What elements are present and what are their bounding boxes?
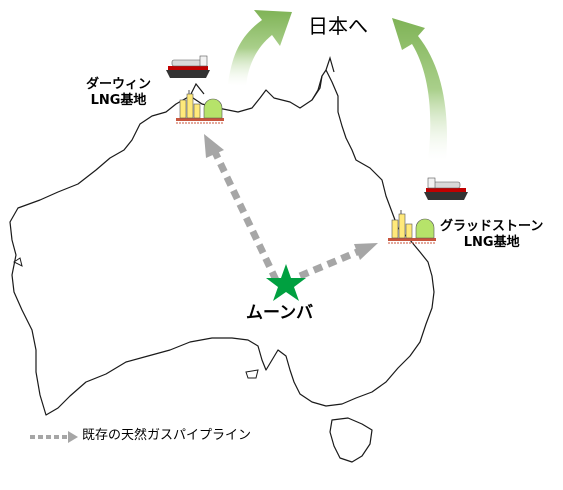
darwin-type: LNG基地	[90, 92, 147, 108]
moomba-label: ムーンバ	[246, 303, 314, 323]
pipeline-moomba-darwin	[210, 148, 280, 282]
pipeline-arrowhead-gladstone	[354, 243, 378, 260]
cape-york	[311, 55, 335, 101]
island	[13, 257, 23, 267]
pipeline-arrowhead-darwin	[204, 134, 224, 158]
lng-plant-icon-darwin	[176, 90, 224, 124]
destination-label: 日本へ	[308, 14, 368, 38]
tasmania	[329, 417, 373, 463]
australia-mainland	[9, 69, 435, 416]
lng-plant-icon-gladstone	[388, 210, 436, 244]
gladstone-type: LNG基地	[463, 234, 520, 250]
moomba-star-icon	[266, 264, 306, 301]
lng-ship-icon-gladstone	[424, 177, 468, 200]
coast-detail-north	[189, 82, 205, 97]
export-arrow-gladstone	[392, 18, 447, 160]
legend-label: 既存の天然ガスパイプライン	[82, 428, 252, 443]
legend-arrowhead	[68, 431, 78, 443]
gladstone-name: グラッドストーン	[440, 219, 544, 234]
darwin-terminal-label: ダーウィン LNG基地	[86, 77, 151, 108]
darwin-name: ダーウィン	[86, 77, 152, 92]
export-arrow-darwin	[228, 10, 292, 86]
pipeline-moomba-gladstone	[298, 246, 364, 280]
lng-ship-icon-darwin	[166, 55, 210, 78]
island	[245, 369, 259, 379]
gladstone-terminal-label: グラッドストーン LNG基地	[440, 219, 543, 250]
